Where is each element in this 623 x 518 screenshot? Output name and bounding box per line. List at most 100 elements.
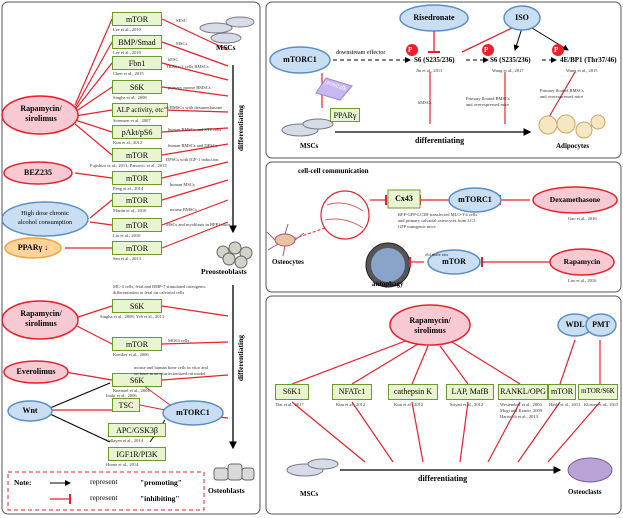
crosstalk-arrow xyxy=(315,77,353,101)
bottom-ref-5: Westendorf et al., 2004 xyxy=(500,402,542,407)
rapamycin-bottom-label-a: Rapamycin/ xyxy=(409,316,451,325)
mtorc1-mid-ellipse xyxy=(448,187,502,213)
bottom-right-panel-frame xyxy=(265,295,622,515)
preosteoblasts-image xyxy=(216,241,253,269)
left-target-to-axis-lines xyxy=(161,18,229,419)
rapamycin-ellipse-1 xyxy=(1,95,79,135)
annot-5: primary mouse BMSCs xyxy=(168,85,211,90)
target-s6k-1: S6K xyxy=(112,80,162,94)
differentiating-label-left-2: differentiating xyxy=(236,335,245,382)
top-ref-3: Wang et al., 2015 xyxy=(566,68,598,73)
ref-16: Vallayen et al., 2014 xyxy=(106,438,143,443)
differentiating-top-label: differentiating xyxy=(415,136,465,145)
note-prefix: Note: xyxy=(14,478,32,487)
bottom-ref-6: Mogi and Kondo, 2009 xyxy=(500,408,542,413)
bez235-label: BEZ235 xyxy=(23,168,52,177)
osteoblasts-image xyxy=(213,463,255,481)
pmt-label: PMT xyxy=(592,320,610,329)
bottom-ref-3: Kim et al., 2012 xyxy=(394,402,424,407)
target-s6k-3: S6K xyxy=(112,373,162,387)
pparg-top-box: PPARγ xyxy=(330,108,360,122)
everolimus-label: Everolimus xyxy=(16,367,56,376)
risedronate-ellipse xyxy=(399,4,469,32)
rapamycin-ellipse-2 xyxy=(1,300,79,340)
target-s6k-2: S6K xyxy=(112,299,162,313)
phospho-p-2: P xyxy=(484,46,489,54)
pparg-label: PPARγ ↓ xyxy=(17,243,49,252)
ref-13: Kemker et al., 2006 xyxy=(113,352,149,357)
bottom-ref-2: Kim et al., 2012 xyxy=(336,402,366,407)
dexamethasone-ellipse xyxy=(532,186,618,214)
pmt-ellipse xyxy=(585,313,617,337)
target-mtor-3: mTOR xyxy=(112,171,162,185)
phospho-p-1: P xyxy=(408,46,413,54)
top-annot-3b: and overexpressed mice xyxy=(540,94,584,99)
mscs-label-left: MSCs xyxy=(216,43,236,52)
mscs-cells-image xyxy=(199,16,255,44)
osteocytes-image xyxy=(266,223,305,257)
target-mtor-5: mTOR xyxy=(112,218,162,232)
mscs-bottom-image xyxy=(286,458,339,477)
annot-8: human BMSCs and DPSCs xyxy=(168,143,218,148)
alcohol-ellipse xyxy=(1,201,89,237)
top-annot-2a: Primary flouted BMSCs xyxy=(466,96,510,101)
s6-label-1: S6 (S235/236) xyxy=(414,56,455,64)
mtorc1-top-label: mTORC1 xyxy=(283,55,317,64)
phospho-badge-2 xyxy=(482,44,494,56)
annot-6: rat BMSCs with dexamethasone xyxy=(164,105,223,110)
top-ref-1: Jin et al., 2013 xyxy=(416,68,443,73)
bottom-ref-9: Kloster et al., 2015 xyxy=(584,402,619,407)
target-apc-gsk3b: APC/GSK3β xyxy=(108,423,166,437)
target-tsc: TSC xyxy=(112,398,140,412)
risedronate-label: Risedronate xyxy=(413,13,455,22)
preosteoblasts-label: Preosteoblasts xyxy=(201,267,247,276)
annot-14: differentiation in fetal rat calvarial c… xyxy=(113,290,185,295)
adipocytes-image xyxy=(538,114,606,139)
osteocytes-label: Osteocytes xyxy=(272,258,304,266)
target-pakt-ps6: pAkt/pS6 xyxy=(112,125,162,139)
target-mtor-6: mTOR xyxy=(112,241,162,255)
mtorc1-top-ellipse xyxy=(269,46,331,74)
rapamycin-label-1a: Rapamycin/ xyxy=(20,104,62,113)
note-box xyxy=(7,471,205,511)
s6-label-2: S6 (S235/236) xyxy=(490,56,531,64)
ref-17: Horne et al., 2014 xyxy=(106,462,139,467)
mscs-bottom-label: MSCs xyxy=(300,490,319,498)
autophagy-label: autophagy xyxy=(372,280,404,288)
top-annot-3a: Primary flouted BMSCs xyxy=(540,88,584,93)
rapamycin-mid-label: Rapamycin xyxy=(563,257,601,266)
ref-8: Feng et al., 2014 xyxy=(113,186,144,191)
mtorc1-left-ellipse xyxy=(162,400,224,426)
wnt-ellipse xyxy=(7,400,53,422)
osteoclasts-image xyxy=(567,457,613,483)
ref-9: Martin et al., 2010 xyxy=(113,208,147,213)
annot-3: hESC xyxy=(168,57,179,62)
ref-11: Sen et al., 2013 xyxy=(113,256,141,261)
annot-1: SESC xyxy=(176,18,187,23)
mtor-mid-label: mTOR xyxy=(442,257,466,266)
rapamycin-bottom-label-b: sirolimus xyxy=(414,326,446,335)
top-annot-1: hMSCs xyxy=(418,100,432,105)
ref-2: Lee et al., 2010 xyxy=(113,50,141,55)
bottom-target-mtor-s6k: mTOR/S6K xyxy=(578,384,618,400)
ref-10: Liu et al., 2016 xyxy=(113,233,141,238)
downstream-effector-label: downstream effector xyxy=(336,50,386,56)
target-mtor-2: mTOR xyxy=(112,148,162,162)
differentiating-bottom-label: differentiating xyxy=(418,474,468,483)
bottom-target-mtor: mTOR xyxy=(548,384,576,400)
mid-annot-1c: GFP transgenic mice xyxy=(398,224,436,229)
annot-9: DPSCs with IGF-1 induction xyxy=(166,157,219,162)
alcohol-label-a: High dose chronic xyxy=(21,210,69,217)
ref-7: Fujishiro et al., 2013; Pantovic et al.,… xyxy=(90,163,167,168)
target-bmp-smad: BMP/Smad xyxy=(112,35,162,49)
cell-cell-communication-label: cell-cell communication xyxy=(298,167,369,175)
target-mtor-7: mTOR xyxy=(112,337,162,351)
annot-15: MG63 cells xyxy=(168,338,190,343)
ref-5: Sorensen et al., 2007 xyxy=(113,118,151,123)
note-inhibiting: "inhibiting" xyxy=(140,494,180,503)
alcohol-label-b: alcohol consumption xyxy=(17,219,73,226)
ref-12: Singha et al., 2008; Yeh et al., 2013 xyxy=(100,314,164,319)
bottom-ref-1: Dai et al., 2017 xyxy=(276,402,304,407)
cx43-box xyxy=(387,189,421,209)
bottom-target-s6k1: S6K1 xyxy=(275,384,309,400)
